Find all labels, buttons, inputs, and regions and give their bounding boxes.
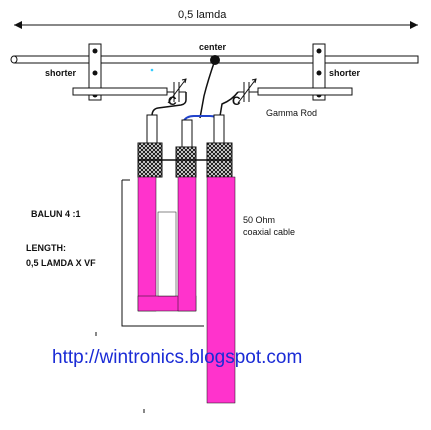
- dimension-label: 0,5 lamda: [178, 9, 227, 21]
- balun-outline: [121, 180, 204, 327]
- feed-wires: [151, 59, 239, 119]
- capacitor-left: [167, 78, 187, 104]
- balun-loop: [137, 176, 197, 312]
- dimension-arrow: [14, 21, 418, 29]
- capacitor-right: [237, 78, 258, 104]
- capacitor-label-right: C: [232, 94, 241, 108]
- gamma-rod-label: Gamma Rod: [266, 108, 318, 118]
- center-label: center: [199, 42, 227, 52]
- coax-label-line1: 50 Ohm: [243, 215, 276, 225]
- length-title: LENGTH:: [26, 243, 66, 253]
- balun-label: BALUN 4 :1: [31, 209, 81, 219]
- website-url: http://wintronics.blogspot.com: [52, 347, 303, 368]
- gamma-rod-right: [257, 87, 353, 96]
- length-value: 0,5 LAMDA X VF: [26, 258, 96, 268]
- coax-feed-cable: [206, 176, 236, 404]
- coax-label-line2: coaxial cable: [243, 227, 296, 237]
- capacitor-label-left: C: [168, 94, 177, 108]
- capacitor-marker-icon: [150, 68, 154, 72]
- shorter-label-left: shorter: [45, 68, 77, 78]
- shorter-label-right: shorter: [329, 68, 361, 78]
- gamma-rod-left: [72, 87, 168, 96]
- shorter-bracket-left: [88, 43, 102, 101]
